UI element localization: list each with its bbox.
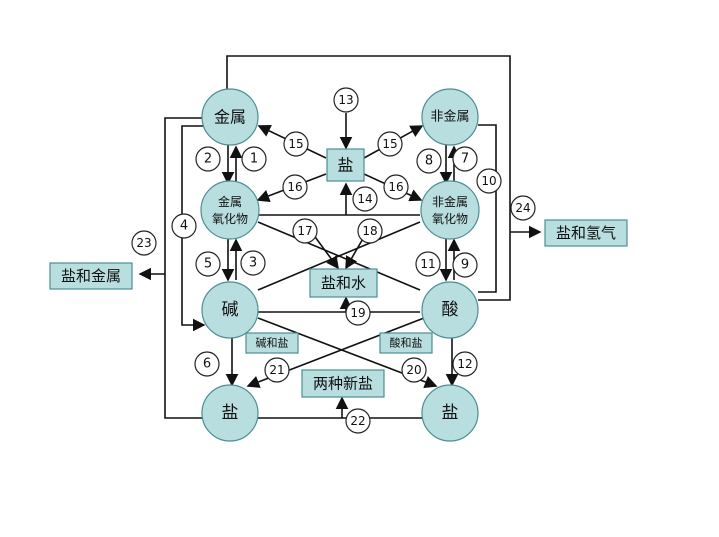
line-18 <box>257 221 421 291</box>
box-salt-center-label: 盐 <box>337 156 353 175</box>
box-salt-hydrogen: 盐和氢气 <box>544 219 628 247</box>
svg-text:18: 18 <box>362 224 377 238</box>
node-acid: 酸 <box>421 281 479 339</box>
box-salt-metal-label: 盐和金属 <box>61 267 121 285</box>
node-metal-label: 金属 <box>214 108 246 127</box>
svg-text:3: 3 <box>249 256 257 271</box>
number-19: 19 <box>345 300 371 326</box>
number-15-left: 15 <box>283 131 309 157</box>
number-13: 13 <box>333 87 359 113</box>
box-acid-salt: 酸和盐 <box>379 332 433 354</box>
number-10: 10 <box>476 168 502 194</box>
number-7: 7 <box>452 146 478 172</box>
number-4: 4 <box>171 213 197 239</box>
svg-text:2: 2 <box>204 152 212 167</box>
svg-text:22: 22 <box>350 414 365 428</box>
svg-text:15: 15 <box>288 137 303 151</box>
line-left-frame <box>164 117 227 419</box>
node-nonmetal-oxide-label-1: 非金属 <box>432 194 468 209</box>
box-salt-metal: 盐和金属 <box>49 262 133 290</box>
node-metal-oxide-label-1: 金属 <box>218 194 242 209</box>
svg-text:16: 16 <box>287 180 302 194</box>
svg-text:6: 6 <box>203 357 211 372</box>
number-18: 18 <box>357 218 383 244</box>
box-base-salt-label: 碱和盐 <box>256 337 289 350</box>
svg-text:10: 10 <box>481 174 496 188</box>
svg-text:7: 7 <box>461 152 469 167</box>
number-16-left: 16 <box>282 174 308 200</box>
number-2: 2 <box>195 146 221 172</box>
node-nonmetal-label: 非金属 <box>430 109 469 125</box>
node-acid-label: 酸 <box>442 300 459 320</box>
number-24: 24 <box>510 195 536 221</box>
number-12: 12 <box>452 351 478 377</box>
svg-text:8: 8 <box>425 154 433 169</box>
svg-text:19: 19 <box>350 306 365 320</box>
svg-text:21: 21 <box>269 363 284 377</box>
number-20: 20 <box>401 357 427 383</box>
svg-text:24: 24 <box>515 201 530 215</box>
number-11: 11 <box>415 251 441 277</box>
box-salt-water: 盐和水 <box>309 268 378 298</box>
node-metal: 金属 <box>201 88 259 146</box>
number-17: 17 <box>292 218 318 244</box>
box-acid-salt-label: 酸和盐 <box>390 336 423 350</box>
svg-text:15: 15 <box>382 137 397 151</box>
line-metal-outer-top <box>226 55 511 301</box>
svg-text:9: 9 <box>461 258 469 273</box>
node-base: 碱 <box>201 281 259 339</box>
number-9: 9 <box>452 252 478 278</box>
svg-text:14: 14 <box>357 192 372 206</box>
number-16-right: 16 <box>383 174 409 200</box>
node-nonmetal-oxide: 非金属 氧化物 <box>420 180 480 240</box>
svg-text:11: 11 <box>420 257 435 271</box>
svg-text:1: 1 <box>250 152 258 167</box>
box-two-new-salts: 两种新盐 <box>301 369 385 398</box>
box-base-salt: 碱和盐 <box>245 332 299 354</box>
node-metal-oxide: 金属 氧化物 <box>200 180 260 240</box>
box-two-new-salts-label: 两种新盐 <box>313 375 373 393</box>
svg-text:4: 4 <box>180 219 188 234</box>
node-salt-left: 盐 <box>201 384 259 442</box>
svg-text:23: 23 <box>136 236 151 250</box>
box-salt-water-label: 盐和水 <box>321 274 366 292</box>
svg-text:5: 5 <box>204 257 212 272</box>
box-salt-hydrogen-label: 盐和氢气 <box>556 224 616 242</box>
node-base-label: 碱 <box>222 300 239 320</box>
svg-text:12: 12 <box>457 357 472 371</box>
reaction-numbers: 1 2 3 4 5 6 7 8 9 10 11 12 13 14 15 15 1… <box>131 87 536 434</box>
node-salt-right: 盐 <box>421 384 479 442</box>
number-6: 6 <box>194 351 220 377</box>
number-8: 8 <box>416 148 442 174</box>
number-3: 3 <box>240 250 266 276</box>
svg-text:16: 16 <box>388 180 403 194</box>
number-1: 1 <box>241 146 267 172</box>
number-21: 21 <box>264 357 290 383</box>
node-nonmetal-oxide-label-2: 氧化物 <box>432 212 468 226</box>
number-15-right: 15 <box>377 131 403 157</box>
svg-text:17: 17 <box>297 224 312 238</box>
node-salt-right-label: 盐 <box>442 403 459 423</box>
number-22: 22 <box>345 408 371 434</box>
node-salt-left-label: 盐 <box>222 403 239 423</box>
node-metal-oxide-label-2: 氧化物 <box>212 212 248 226</box>
svg-text:13: 13 <box>338 93 353 107</box>
number-5: 5 <box>195 251 221 277</box>
line-10 <box>478 124 497 293</box>
number-14: 14 <box>352 186 378 212</box>
node-nonmetal: 非金属 <box>421 88 479 146</box>
box-salt-center: 盐 <box>326 148 365 182</box>
number-23: 23 <box>131 230 157 256</box>
svg-text:20: 20 <box>406 363 421 377</box>
